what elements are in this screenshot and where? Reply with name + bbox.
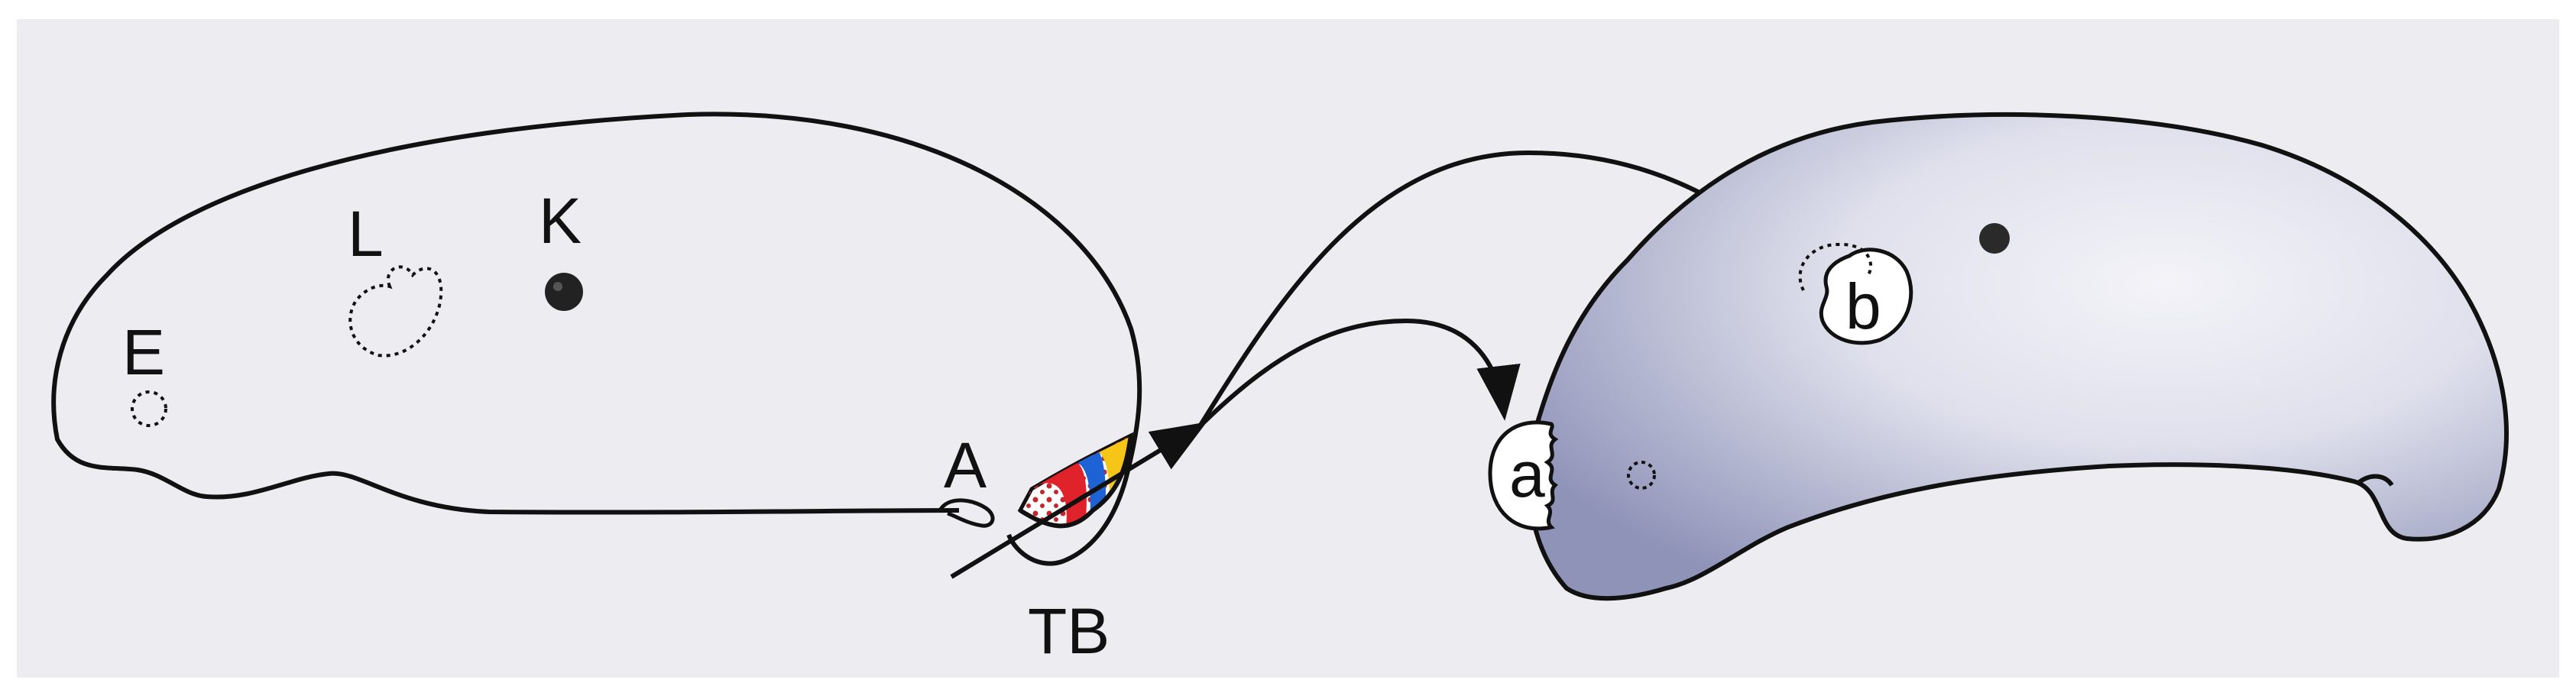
- label-b: b: [1845, 270, 1881, 342]
- label-L: L: [348, 198, 384, 270]
- label-K: K: [539, 185, 582, 257]
- transfer-arrow: [950, 422, 1207, 579]
- right-specimen-body: [1527, 112, 2509, 601]
- L-marker: [348, 265, 443, 358]
- label-a: a: [1509, 439, 1545, 510]
- arrow-to-a: [1197, 318, 1521, 429]
- left-specimen-outline: [51, 112, 1142, 566]
- graft-a: [1488, 420, 1559, 531]
- anterior-notch: [938, 498, 995, 528]
- label-A: A: [944, 429, 987, 501]
- right-eye-marker: [1627, 461, 1656, 490]
- b-dotted-outline: [1798, 242, 1873, 291]
- posterior-notch: [2356, 474, 2394, 487]
- graft-b: [1819, 248, 1913, 345]
- label-E: E: [122, 316, 165, 388]
- K-marker: [545, 273, 583, 311]
- right-K-marker: [1979, 223, 2010, 254]
- eye-marker: [131, 390, 167, 427]
- label-TB: TB: [1028, 595, 1110, 667]
